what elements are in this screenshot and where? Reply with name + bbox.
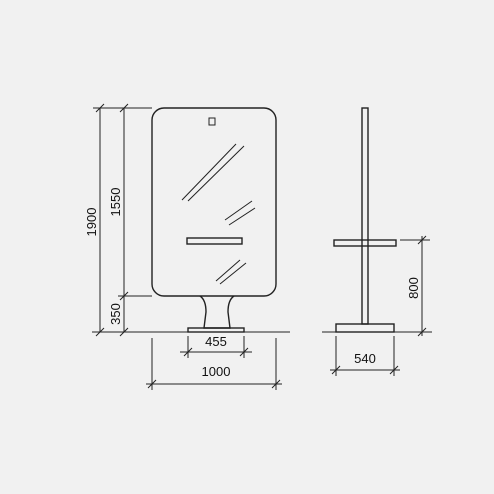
dim-total-width: 1000 (146, 338, 282, 390)
label-total-width: 1000 (202, 364, 231, 379)
side-panel (361, 107, 369, 325)
dim-base-width: 455 (180, 334, 252, 358)
dim-side-base-depth: 540 (330, 336, 400, 376)
label-side-shelf-height: 800 (406, 277, 421, 299)
label-mirror-height: 1550 (108, 188, 123, 217)
dim-mirror-height: 1550 (108, 103, 152, 301)
dim-total-height: 1900 (84, 103, 152, 337)
label-side-base-depth: 540 (354, 351, 376, 366)
mirror-top-square (208, 117, 216, 126)
front-shelf (186, 237, 243, 245)
side-base (335, 323, 395, 333)
mirror-panel (151, 107, 277, 297)
dim-stand-height: 350 (108, 296, 129, 337)
mirror-reflection-lines (181, 143, 256, 285)
stand-base (187, 327, 245, 333)
side-view: 800 540 (322, 107, 432, 376)
dim-side-shelf-height: 800 (400, 235, 430, 337)
label-base-width: 455 (205, 334, 227, 349)
front-view: 1900 1550 350 455 (84, 103, 290, 390)
label-total-height: 1900 (84, 208, 99, 237)
label-stand-height: 350 (108, 303, 123, 325)
stand-neck (199, 295, 235, 329)
side-shelf (333, 239, 397, 247)
